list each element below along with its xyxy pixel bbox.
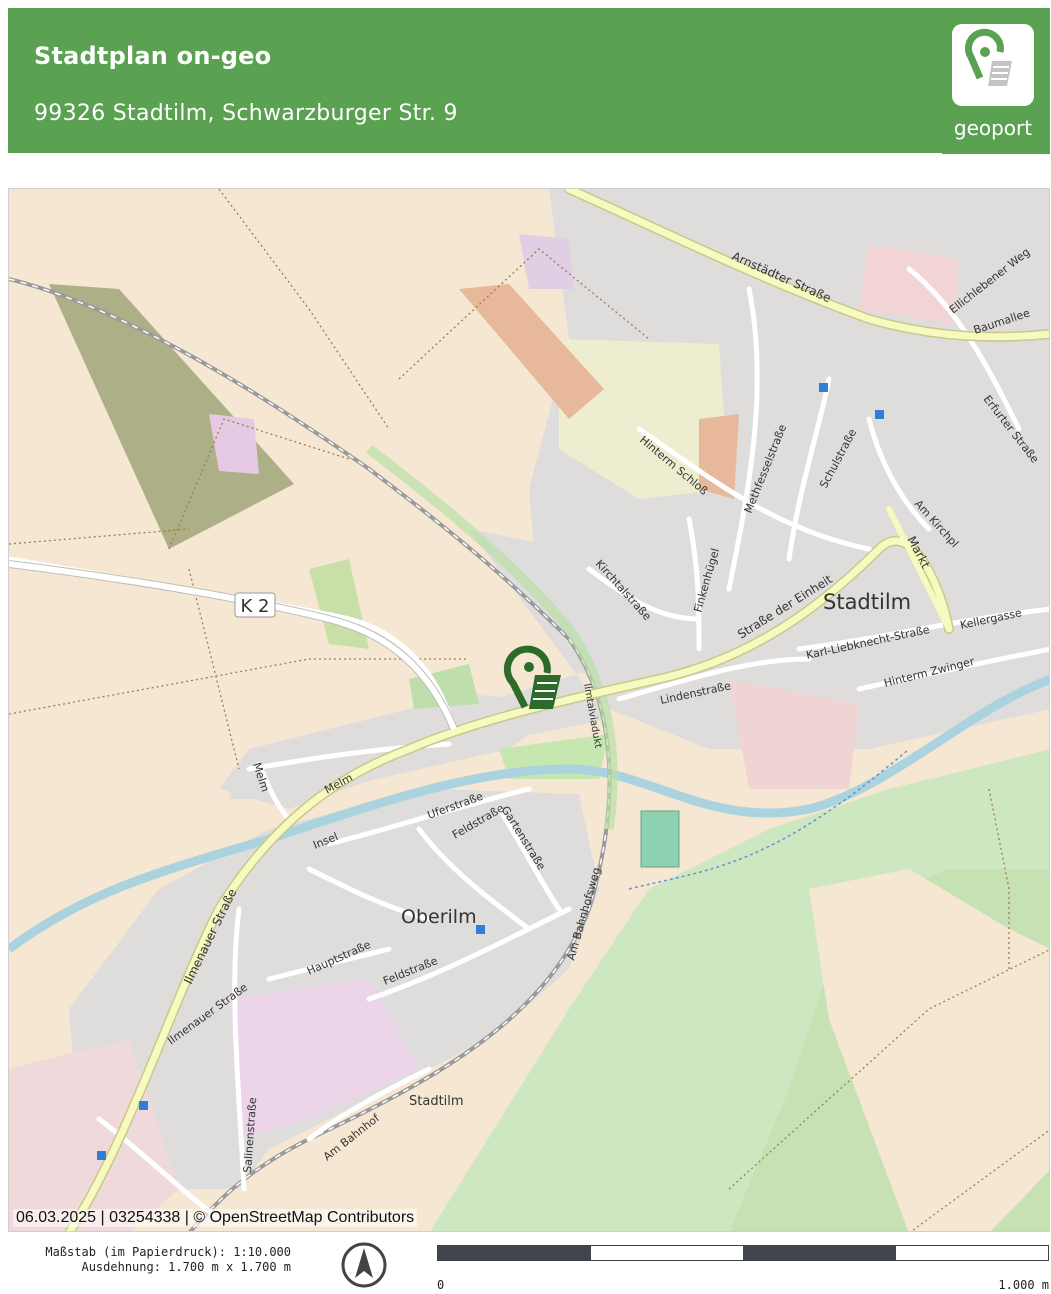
special-area xyxy=(209,414,259,474)
road-shield-label: K 2 xyxy=(241,596,270,617)
bus-stops xyxy=(97,383,884,1160)
location-marker-icon[interactable] xyxy=(503,645,561,709)
map-attribution: 06.03.2025 | 03254338 | © OpenStreetMap … xyxy=(13,1209,418,1227)
bus-stop-icon xyxy=(139,1101,148,1110)
town-label: Stadtilm xyxy=(823,590,911,614)
location-pin-icon xyxy=(964,28,1012,86)
station-label: Stadtilm xyxy=(409,1094,464,1109)
extent-text: Ausdehnung: 1.700 m x 1.700 m xyxy=(81,1260,291,1274)
map-canvas: K 2 Stadtilm Oberilm Stadtilm Arnstädter… xyxy=(9,189,1049,1231)
commercial-center xyxy=(729,679,859,789)
bus-stop-icon xyxy=(819,383,828,392)
field-brown xyxy=(459,284,604,419)
railway-area xyxy=(229,979,419,1139)
minor-streets xyxy=(9,266,1049,1222)
scrub-area xyxy=(49,284,294,549)
street-label: Salinenstraße xyxy=(241,1097,259,1174)
address-subtitle: 99326 Stadtilm, Schwarzburger Str. 9 xyxy=(34,101,458,126)
river-ilm xyxy=(9,674,1049,953)
logo-wordmark: geoport xyxy=(953,116,1033,140)
geoport-logo xyxy=(952,24,1034,106)
stream-south xyxy=(628,748,910,890)
scale-end-label: 1.000 m xyxy=(998,1278,1049,1292)
commercial-north xyxy=(859,244,959,324)
header-divider xyxy=(8,153,942,155)
scale-text: Maßstab (im Papierdruck): 1:10.000 xyxy=(45,1245,291,1259)
scale-bar xyxy=(437,1245,1049,1261)
scale-start-label: 0 xyxy=(437,1278,445,1292)
north-arrow-icon xyxy=(339,1240,389,1290)
bus-stop-icon xyxy=(476,925,485,934)
bus-stop-icon xyxy=(875,410,884,419)
sports-pitch xyxy=(640,810,680,868)
farmland-southeast xyxy=(809,869,1049,1231)
header-banner: Stadtplan on-geo 99326 Stadtilm, Schwarz… xyxy=(8,8,1050,155)
scale-info: Maßstab (im Papierdruck): 1:10.000 Ausde… xyxy=(8,1245,291,1275)
city-map[interactable]: K 2 Stadtilm Oberilm Stadtilm Arnstädter… xyxy=(8,188,1050,1232)
bus-stop-icon xyxy=(97,1151,106,1160)
district-label: Oberilm xyxy=(401,906,477,928)
special-north xyxy=(519,234,574,289)
primary-roads xyxy=(64,189,1049,1231)
page-title: Stadtplan on-geo xyxy=(34,42,272,70)
road-shield-k2: K 2 xyxy=(234,592,276,618)
